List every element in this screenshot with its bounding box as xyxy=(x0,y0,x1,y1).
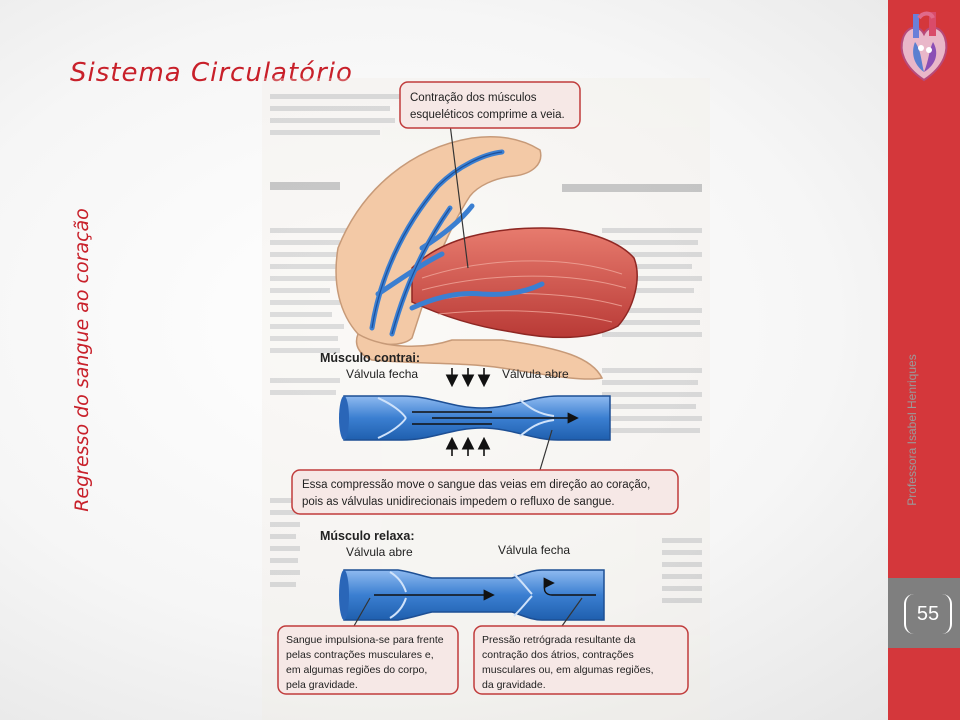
callout-middle: Essa compressão move o sangue das veias … xyxy=(291,429,679,515)
relax-heading: Músculo relaxa: xyxy=(320,529,414,543)
contract-heading: Músculo contrai: xyxy=(320,351,420,365)
right-sidebar xyxy=(888,0,960,720)
callout-middle-line-1: Essa compressão move o sangue das veias … xyxy=(302,479,650,491)
callout-middle-line-2: pois as válvulas unidirecionais impedem … xyxy=(302,496,615,508)
callout-bottom-right-line-2: contração dos átrios, contrações xyxy=(482,649,634,661)
callout-bottom-left-line-1: Sangue impulsiona-se para frente xyxy=(286,634,444,646)
callout-top-line-2: esqueléticos comprime a veia. xyxy=(410,109,565,121)
arm-illustration xyxy=(335,123,638,380)
valve-opens-label-1: Válvula abre xyxy=(502,367,569,381)
callout-bottom-right-line-3: musculares ou, em algumas regiões, xyxy=(482,664,654,676)
callout-bottom-left: Sangue impulsiona-se para frente pelas c… xyxy=(277,597,459,695)
page-number: 55 xyxy=(904,594,952,634)
vein-contracted xyxy=(339,395,611,441)
callout-top: Contração dos músculos esqueléticos comp… xyxy=(399,81,581,129)
callout-bottom-right: Pressão retrógrada resultante da contraç… xyxy=(473,597,689,695)
callout-bottom-right-line-4: da gravidade. xyxy=(482,679,546,691)
slide-title: Sistema Circulatório xyxy=(70,58,353,88)
venous-return-figure: Contração dos músculos esqueléticos comp… xyxy=(262,78,710,720)
valve-closes-label-1: Válvula fecha xyxy=(346,367,418,381)
page-number-band xyxy=(888,578,960,648)
author-label: Professora Isabel Henriques xyxy=(905,354,919,506)
callout-bottom-left-line-4: pela gravidade. xyxy=(286,679,358,691)
valve-closes-label-2: Válvula fecha xyxy=(498,543,570,557)
callout-bottom-right-line-1: Pressão retrógrada resultante da xyxy=(482,634,636,646)
slide-subtitle: Regresso do sangue ao coração xyxy=(71,208,93,512)
callout-bottom-left-line-3: em algumas regiões do corpo, xyxy=(286,664,427,676)
heart-icon xyxy=(900,11,948,82)
compression-arrows-top xyxy=(445,368,491,388)
compression-arrows-bottom xyxy=(445,436,491,456)
vein-relaxed xyxy=(339,569,605,621)
valve-opens-label-2: Válvula abre xyxy=(346,545,413,559)
background-text-page xyxy=(262,78,710,720)
callout-top-line-1: Contração dos músculos xyxy=(410,92,537,104)
callout-bottom-left-line-2: pelas contrações musculares e, xyxy=(286,649,434,661)
